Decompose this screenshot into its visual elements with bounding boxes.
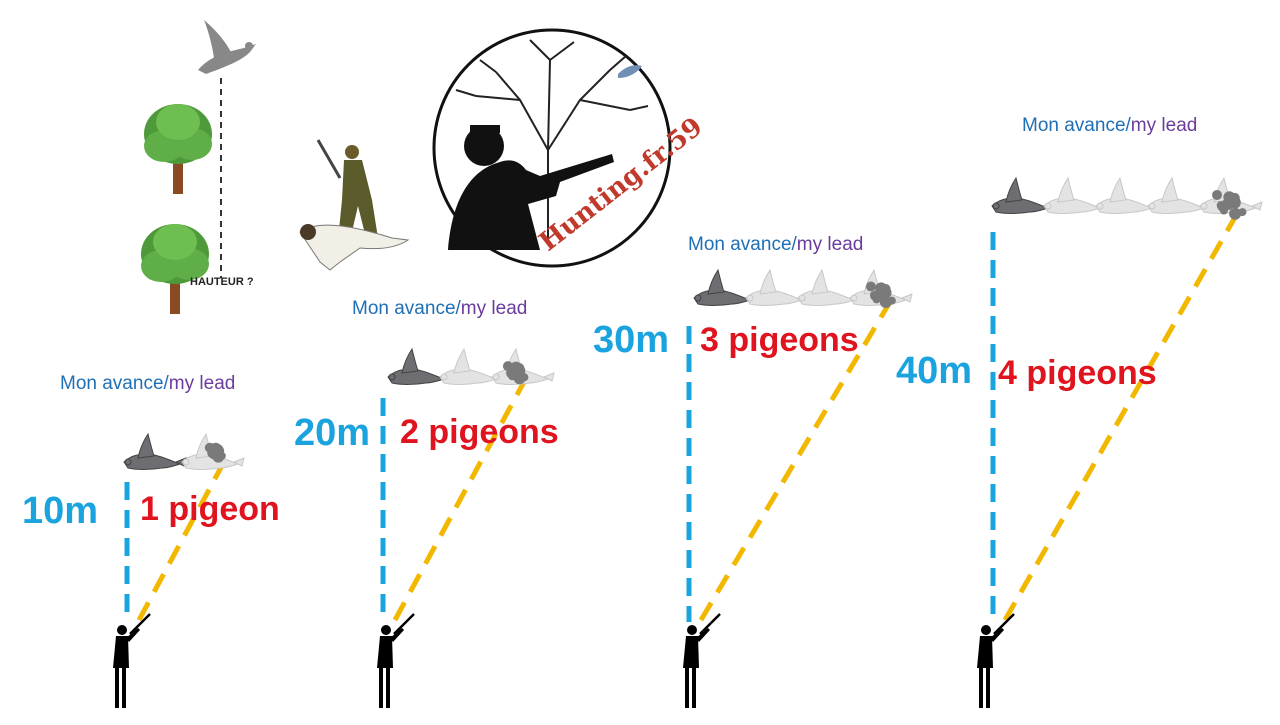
hunter-logo-icon (432, 28, 672, 268)
lead-label-30m: Mon avance/my lead (688, 235, 863, 254)
scenario-30m (681, 269, 913, 710)
lead-label-fr: Mon avance/ (60, 373, 169, 394)
lead-label-fr: Mon avance/ (688, 234, 797, 255)
shooter-silhouette-icon (975, 612, 1016, 710)
pigeon-count-label-40m: 4 pigeons (998, 354, 1157, 392)
lead-label-40m: Mon avance/my lead (1022, 116, 1197, 135)
pigeon-icon (1043, 177, 1107, 214)
shot-line (136, 458, 228, 622)
pigeon-icon (745, 269, 809, 306)
lead-label-en: my lead (168, 373, 236, 394)
shooter-silhouette-icon (681, 612, 722, 710)
shot-line (392, 378, 528, 622)
tree-icon (139, 222, 211, 316)
pigeon-icon (123, 433, 187, 470)
distance-label-40m: 40m (896, 350, 973, 392)
pigeon-icon (991, 177, 1055, 214)
shot-cloud-icon (1212, 189, 1247, 220)
shooter-silhouette-icon (111, 612, 152, 710)
shot-cloud-icon (204, 442, 226, 463)
pigeon-icon (387, 348, 451, 385)
lead-label-en: my lead (1130, 115, 1198, 136)
pigeon-icon (1147, 177, 1211, 214)
shot-cloud-icon (502, 361, 529, 385)
lead-label-fr: Mon avance/ (1022, 115, 1131, 136)
pigeon-count-label-10m: 1 pigeon (140, 490, 280, 528)
distance-label-10m: 10m (22, 490, 99, 532)
lead-label-20m: Mon avance/my lead (352, 299, 527, 318)
hunter-with-dog-icon (299, 139, 410, 271)
lead-label-10m: Mon avance/my lead (60, 374, 235, 393)
scenario-10m (111, 433, 245, 710)
tree-illustration (139, 20, 256, 316)
lead-label-en: my lead (460, 298, 528, 319)
pigeon-icon (1095, 177, 1159, 214)
pigeon-icon (439, 348, 503, 385)
distance-label-30m: 30m (593, 319, 670, 361)
pigeon-icon (693, 269, 757, 306)
shooter-silhouette-icon (375, 612, 416, 710)
shot-cloud-icon (865, 281, 896, 309)
pigeon-icon (797, 269, 861, 306)
lead-label-fr: Mon avance/ (352, 298, 461, 319)
pigeon-icon (198, 20, 256, 74)
pigeon-count-label-20m: 2 pigeons (400, 413, 559, 451)
lead-label-en: my lead (796, 234, 864, 255)
scenario-layer (111, 177, 1263, 710)
distance-label-20m: 20m (294, 412, 371, 454)
scenario-20m (375, 348, 555, 710)
tree-height-label: HAUTEUR ? (190, 276, 254, 288)
tree-icon (142, 102, 214, 196)
pigeon-count-label-30m: 3 pigeons (700, 321, 859, 359)
shot-line (1002, 210, 1241, 622)
scenario-40m (975, 177, 1263, 710)
